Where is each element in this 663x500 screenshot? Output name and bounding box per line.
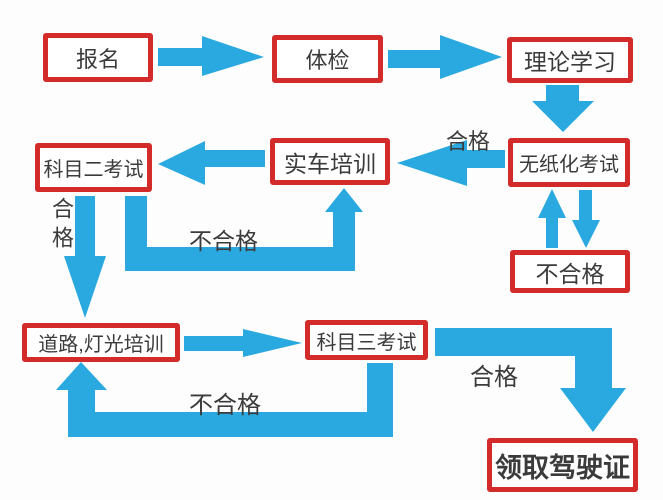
node-practical-label: 实车培训 [284, 150, 376, 177]
node-road-light-label: 道路,灯光培训 [38, 334, 164, 356]
arrow-loop-subject2-to-practical [125, 188, 363, 271]
node-physical: 体检 [272, 35, 383, 83]
node-physical-label: 体检 [305, 48, 350, 73]
node-signup: 报名 [43, 33, 153, 82]
arrow-signup-to-physical [158, 36, 264, 76]
edge-label-paperless-pass: 合格 [446, 129, 491, 154]
node-fail-retry: 不合格 [510, 250, 630, 293]
node-subject3: 科目三考试 [305, 320, 428, 360]
edge-label-subject2-pass: 合格 [49, 197, 74, 255]
arrow-paperless-to-failretry [572, 190, 600, 248]
node-subject2: 科目二考试 [35, 143, 152, 192]
arrow-subject3-to-license [435, 328, 626, 432]
node-license-label: 领取驾驶证 [495, 452, 630, 483]
node-fail-retry-label: 不合格 [535, 260, 605, 287]
node-paperless-label: 无纸化考试 [519, 154, 619, 176]
node-subject3-label: 科目三考试 [316, 331, 417, 354]
node-theory: 理论学习 [507, 37, 633, 83]
edge-label-subject3-pass: 合格 [470, 364, 518, 391]
arrow-theory-to-paperless [532, 85, 594, 132]
node-theory-label: 理论学习 [524, 49, 616, 75]
arrow-loop-subject3-to-roadlight [56, 362, 393, 437]
arrow-failretry-to-paperless [538, 189, 566, 248]
node-subject2-label: 科目二考试 [43, 159, 144, 181]
edge-label-subject3-fail: 不合格 [189, 392, 261, 419]
node-practical: 实车培训 [270, 138, 390, 185]
arrow-practical-to-subject2 [158, 141, 265, 185]
arrow-roadlight-to-subject3 [184, 329, 302, 357]
edge-label-subject2-fail: 不合格 [189, 228, 258, 254]
arrow-subject2-to-roadlight [64, 196, 106, 318]
node-road-light: 道路,灯光培训 [22, 323, 180, 362]
arrow-physical-to-theory [388, 35, 502, 79]
node-license: 领取驾驶证 [487, 438, 638, 492]
arrow-paperless-to-practical [397, 140, 505, 186]
node-signup-label: 报名 [75, 46, 120, 72]
node-paperless: 无纸化考试 [508, 138, 630, 187]
